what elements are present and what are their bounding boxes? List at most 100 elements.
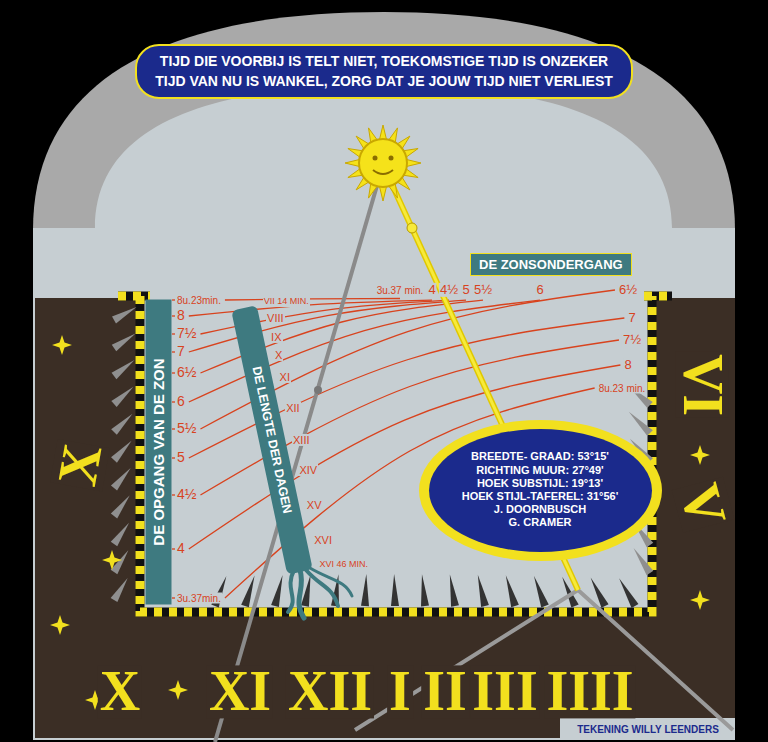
sunset-time: 4½ [439, 283, 459, 297]
time-tick [172, 428, 175, 429]
hour-line [111, 578, 128, 602]
sunrise-time: 3u.37min. [176, 593, 222, 604]
sunset-box: DE ZONSONDERGANG [470, 253, 632, 276]
sunset-time: 5 [461, 283, 470, 297]
hour-line [112, 307, 137, 323]
hour-lines [111, 307, 654, 608]
date-line [225, 299, 400, 301]
signature-strip [560, 718, 735, 738]
star-ornament [690, 590, 710, 610]
sunrise-time: 4½ [176, 487, 197, 502]
time-tick [172, 494, 175, 495]
hour-line [271, 575, 282, 607]
motto-banner: TIJD DIE VOORBIJ IS TELT NIET, TOEKOMSTI… [135, 44, 633, 99]
hour-line [506, 575, 519, 607]
sunrise-time: 7½ [176, 326, 197, 341]
hour-line [111, 468, 131, 491]
time-tick [172, 457, 175, 458]
day-length: XVI 46 MIN. [319, 560, 370, 570]
hour-line [421, 574, 429, 606]
hour-line [112, 360, 135, 379]
day-length: XIII [292, 434, 311, 446]
hour-numeral: IIII [544, 665, 635, 718]
sunset-time: 4 [427, 283, 436, 297]
day-length: VII 14 MIN. [263, 297, 310, 307]
hour-numeral: I [387, 665, 413, 718]
hour-line [111, 523, 129, 547]
day-length: XI [279, 371, 291, 383]
time-tick [172, 401, 175, 402]
hour-line [111, 387, 133, 407]
time-tick [172, 333, 175, 334]
sunrise-band: DE OPGANG VAN DE ZON [145, 300, 171, 605]
tendril [288, 570, 294, 612]
hour-numeral: V [672, 477, 735, 534]
hour-line [634, 548, 654, 575]
node-text: TIJD VAN NU IS WANKEL, ZORG DAT JE JOUW … [155, 72, 613, 92]
sunrise-time: 5½ [176, 421, 197, 436]
sunrise-time: 4 [176, 541, 186, 556]
node-text: DE OPGANG VAN DE ZON [145, 300, 171, 605]
hour-line [111, 495, 130, 518]
hour-line [111, 414, 132, 435]
date-line [189, 300, 432, 316]
node-text: TIJD DIE VOORBIJ IS TELT NIET, TOEKOMSTI… [155, 52, 613, 72]
hour-line [111, 441, 131, 463]
day-length: XV [306, 499, 323, 511]
sunrise-time: 5 [176, 450, 186, 465]
time-tick [172, 299, 175, 300]
node-text: G. CRAMER [509, 516, 572, 529]
sunrise-time: 6½ [176, 365, 197, 380]
sunset-time: 5½ [473, 283, 493, 297]
day-length: XVI [313, 534, 333, 546]
sunrise-time: 6 [176, 394, 186, 409]
sun-eye [389, 156, 394, 161]
day-length: VIII [266, 312, 285, 324]
time-tick [172, 351, 175, 352]
time-tick [172, 315, 175, 316]
sunset-time: 7½ [622, 333, 642, 347]
day-length: X [274, 349, 283, 361]
node-text: HOEK SUBSTIJL: 19°13' [477, 477, 603, 490]
day-length: XIV [298, 464, 318, 476]
gnomon-support [355, 590, 733, 730]
time-tick [172, 597, 175, 598]
hour-line [478, 575, 489, 607]
node-text: BREEDTE- GRAAD: 53°15' [471, 450, 609, 463]
day-length: IX [270, 331, 282, 343]
sunset-time: 7 [627, 311, 636, 325]
dial-face [33, 85, 735, 740]
hour-numeral: II [421, 665, 469, 718]
credit: TEKENING WILLY LEENDERS [576, 724, 720, 735]
ribbon-tendrils [288, 568, 352, 618]
hour-numeral: VI [675, 352, 728, 418]
sunset-time: 6½ [618, 283, 638, 297]
node-text: J. DOORNBUSCH [494, 503, 586, 516]
shadow-node [314, 386, 322, 394]
sun-eye [373, 156, 378, 161]
sunrise-time: 7 [176, 344, 186, 359]
ellipse-field [429, 429, 652, 552]
star-ornament [168, 680, 188, 700]
data-ellipse: BREEDTE- GRAAD: 53°15'RICHTING MUUR: 27°… [418, 419, 663, 562]
sunset-time: 8u.23 min. [598, 383, 647, 394]
sunset-time: 6 [535, 283, 544, 297]
day-length: XII [285, 402, 300, 414]
sunrise-time: 8u.23min. [176, 295, 222, 306]
node-text: RICHTING MUUR: 27°49' [476, 464, 603, 477]
hour-line [391, 574, 399, 606]
gnomon-ball [407, 223, 417, 233]
hour-line [241, 575, 254, 607]
tendril [310, 568, 352, 596]
star-ornament [50, 615, 70, 635]
sunrise-time: 8 [176, 308, 186, 323]
bottom-panel [35, 612, 735, 738]
sun-rays [345, 125, 421, 201]
hour-numeral: XII [286, 665, 374, 718]
sunset-time: 8 [623, 358, 632, 372]
hour-line [361, 574, 369, 606]
hour-numeral: X [98, 665, 142, 718]
node-text: DE ZONSONDERGANG [479, 257, 623, 272]
sun-face [359, 139, 407, 187]
